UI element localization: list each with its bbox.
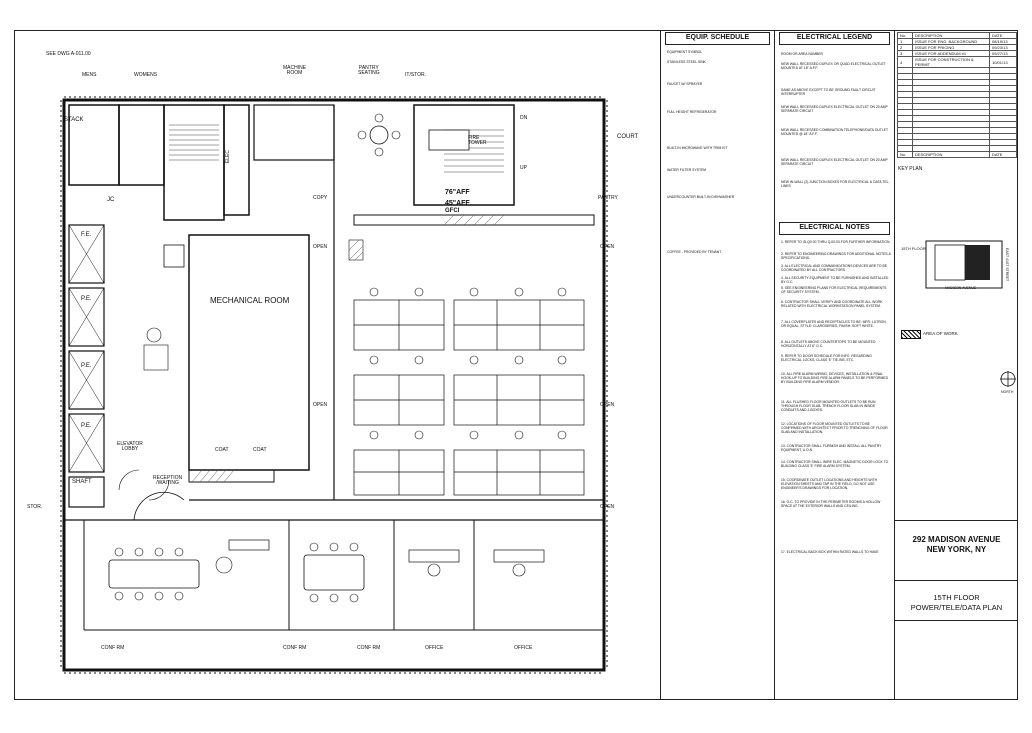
room-label-reception: RECEPTION /WAITING bbox=[153, 475, 183, 486]
note-item: 12. LOCATIONS OF FLOOR MOUNTED OUTLETS T… bbox=[781, 422, 888, 434]
room-label-pe-2: P.E. bbox=[81, 363, 92, 369]
room-label-stack: STACK bbox=[64, 117, 84, 123]
legend-item: NEW WALL RECESSED COMBINATION TELEPHONE/… bbox=[781, 128, 889, 136]
equip-item: FULL HEIGHT REFRIGERATOR bbox=[667, 110, 717, 114]
legend-item: NEW IN-WALL (2) JUNCTION BOXES FOR ELECT… bbox=[781, 180, 890, 188]
room-label-court: COURT bbox=[617, 134, 639, 140]
electrical-legend-title: ELECTRICAL LEGEND bbox=[796, 34, 873, 41]
equip-item: STAINLESS STEEL SINK bbox=[667, 60, 706, 64]
note-item: 9. REFER TO DOOR SCHEDULE FOR INFO. REGA… bbox=[781, 354, 872, 362]
floor-plan bbox=[60, 96, 608, 674]
room-label-open-1: OPEN bbox=[313, 244, 328, 250]
sheet-title-line1: 15TH FLOOR bbox=[933, 593, 980, 602]
note-item: 3. ALL ELECTRICAL AND COMMUNICATIONS DEV… bbox=[781, 264, 888, 272]
room-label-coat-1: COAT bbox=[215, 447, 229, 453]
note-item: 15. COORDINATE OUTLET LOCATIONS AND HEIG… bbox=[781, 478, 878, 490]
room-label-coat-2: COAT bbox=[253, 447, 267, 453]
room-label-elevator-lobby: ELEVATOR LOBBY bbox=[117, 441, 143, 452]
note-item: 17. ELECTRICAL BACK BOX WITHIN RATED WAL… bbox=[781, 550, 879, 554]
equip-item: COFFEE - PROVIDED BY TENANT bbox=[667, 250, 722, 254]
north-label: NORTH bbox=[1001, 390, 1014, 394]
dim-45-aff: 45"AFF bbox=[445, 200, 470, 207]
note-item: 1. REFER TO GLQ0.00 THRU Q.00.00 FOR FUR… bbox=[781, 240, 891, 244]
note-item: 2. REFER TO ENGINEERING DRAWINGS FOR ADD… bbox=[781, 252, 891, 260]
room-label-jc: JC bbox=[107, 197, 115, 203]
room-label-shaft: SHAFT bbox=[72, 479, 92, 485]
room-label-conf-rm-1: CONF RM bbox=[101, 645, 125, 651]
room-label-mens: MENS bbox=[82, 72, 97, 78]
key-plan-diagram bbox=[925, 240, 1003, 289]
key-plan-floor: 15TH FLOOR bbox=[901, 246, 926, 251]
note-item: 4. ALL SECURITY EQUIPMENT TO BE FURNISHE… bbox=[781, 276, 889, 284]
room-label-elec: ELEC bbox=[225, 150, 231, 164]
note-item: 6. CONTRACTOR SHALL VERIFY AND COORDINAT… bbox=[781, 300, 883, 308]
room-label-stor: STOR. bbox=[27, 504, 43, 510]
room-label-open-2: OPEN bbox=[600, 244, 615, 250]
note-item: 8. ALL OUTLETS ABOVE COUNTERTOPS TO BE M… bbox=[781, 340, 876, 348]
legend-item: NEW WALL RECESSED DUPLEX OR QUAD ELECTRI… bbox=[781, 62, 886, 70]
room-label-pe-1: P.E. bbox=[81, 296, 92, 302]
room-label-pantry-seating: PANTRY SEATING bbox=[358, 65, 380, 76]
drawing-sheet bbox=[14, 30, 1018, 700]
equip-item: FAUCET W/ SPRAYER bbox=[667, 82, 703, 86]
equip-schedule-panel: EQUIP. SCHEDULE EQUIPMENT SYMBOL STAINLE… bbox=[660, 30, 774, 700]
equip-item: WATER FILTER SYSTEM bbox=[667, 168, 707, 172]
dim-gfci: GFCI bbox=[445, 208, 460, 214]
dwg-reference-note: SEE DWG A-011.00 bbox=[46, 51, 91, 57]
key-plan-street-side: EAST 41ST STREET bbox=[1005, 248, 1009, 282]
building-outline bbox=[62, 98, 606, 672]
room-label-open-4: OPEN bbox=[600, 402, 615, 408]
legend-item: SAME AS ABOVE EXCEPT TO BE GROUND FAULT … bbox=[781, 88, 876, 96]
room-label-open-5: OPEN bbox=[600, 504, 615, 510]
area-of-work-label: AREA OF WORK bbox=[923, 331, 958, 336]
electrical-panel: ELECTRICAL LEGEND ROOM OR AREA NUMBER NE… bbox=[774, 30, 894, 700]
legend-item: NEW WALL RECESSED DUPLEX ELECTRICAL OUTL… bbox=[781, 158, 888, 166]
equip-item: EQUIPMENT SYMBOL bbox=[667, 50, 703, 54]
note-item: 13. CONTRACTOR SHALL FURNISH AND INSTALL… bbox=[781, 444, 882, 452]
room-label-open-3: OPEN bbox=[313, 402, 328, 408]
legend-item: NEW WALL RECESSED DUPLEX ELECTRICAL OUTL… bbox=[781, 105, 888, 113]
note-item: 14. CONTRACTOR SHALL WIRE ELEC. MAGNETIC… bbox=[781, 460, 889, 468]
equip-item: UNDERCOUNTER BUILT-IN DISHWASHER bbox=[667, 195, 735, 199]
room-label-office-2: OFFICE bbox=[514, 645, 533, 651]
project-address-line1: 292 MADISON AVENUE bbox=[912, 535, 1001, 544]
room-label-mechanical-room: MECHANICAL ROOM bbox=[210, 296, 290, 305]
stair-label-up: UP bbox=[520, 165, 527, 171]
area-of-work-swatch bbox=[901, 330, 921, 339]
note-item: 7. ALL COVERPLATES AND RECEPTACLES TO BE… bbox=[781, 320, 886, 328]
legend-item: ROOM OR AREA NUMBER bbox=[781, 52, 824, 56]
equip-item: BUILT-IN MICROWAVE WITH TRIM KIT bbox=[667, 146, 728, 150]
equip-schedule-title: EQUIP. SCHEDULE bbox=[685, 34, 750, 41]
room-label-conf-rm-2: CONF RM bbox=[283, 645, 307, 651]
room-label-pe-3: P.E. bbox=[81, 423, 92, 429]
room-label-fe: F.E. bbox=[81, 232, 92, 238]
sheet-title-line2: POWER/TELE/DATA PLAN bbox=[910, 603, 1003, 612]
room-label-office-1: OFFICE bbox=[425, 645, 444, 651]
room-label-pantry: PANTRY bbox=[598, 195, 618, 201]
room-label-fire-tower: FIRE TOWER bbox=[468, 135, 487, 146]
north-arrow-icon bbox=[1000, 371, 1016, 387]
note-item: 5. SEE ENGINEERING PLANS FOR ELECTRICAL … bbox=[781, 286, 887, 294]
note-item: 11. ALL FLUSHED FLOOR MOUNTED OUTLETS TO… bbox=[781, 400, 876, 412]
project-address-line2: NEW YORK, NY bbox=[926, 545, 987, 554]
key-plan-title: KEY PLAN bbox=[898, 166, 923, 172]
dim-76-aff: 76"AFF bbox=[445, 189, 470, 196]
electrical-notes-title: ELECTRICAL NOTES bbox=[799, 224, 870, 231]
note-item: 10. ALL FIRE ALARM WIRING, DEVICES, INST… bbox=[781, 372, 889, 384]
key-plan-street-bottom: MADISON AVENUE bbox=[945, 286, 977, 290]
room-label-machine-room: MACHINE ROOM bbox=[283, 65, 307, 76]
room-label-it-stor: IT/STOR. bbox=[405, 72, 427, 78]
room-label-conf-rm-3: CONF RM bbox=[357, 645, 381, 651]
stair-label-dn: DN bbox=[520, 115, 528, 121]
note-item: 16. G.C. TO PROVIDE IN THE PERIMETER ROO… bbox=[781, 500, 881, 508]
room-label-copy: COPY bbox=[313, 195, 328, 201]
room-label-womens: WOMENS bbox=[134, 72, 158, 78]
